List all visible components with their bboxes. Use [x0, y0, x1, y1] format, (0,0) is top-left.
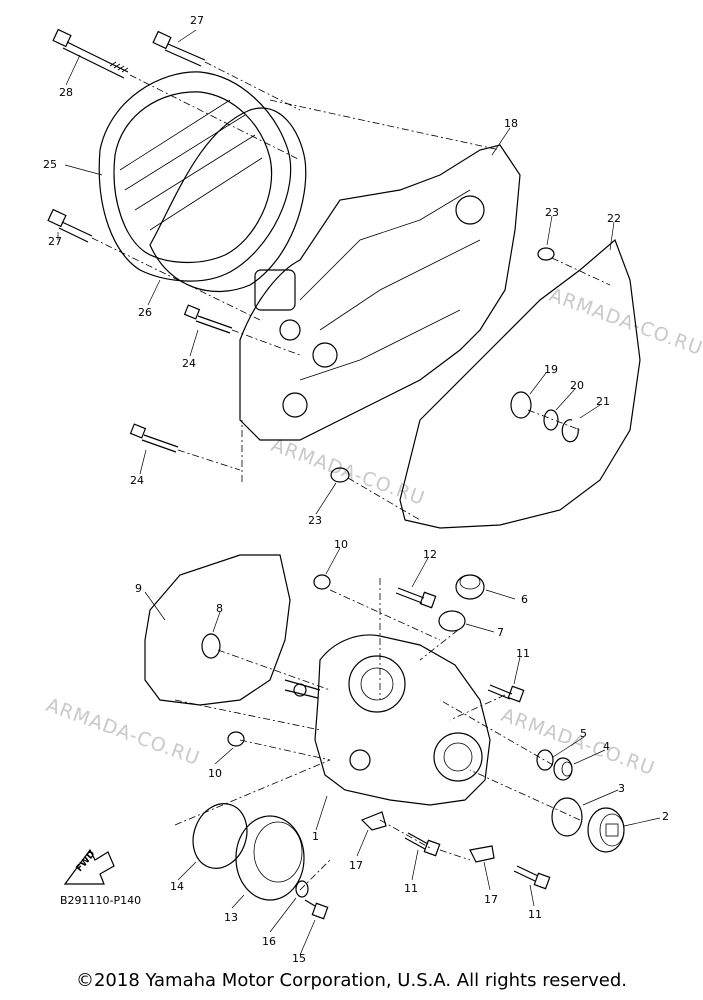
clamp-17-right-drawing — [469, 845, 495, 863]
bolt-28-drawing — [52, 28, 129, 79]
washer-20-drawing — [543, 409, 559, 431]
crankcase-cover-1-drawing — [284, 634, 491, 806]
callout-numbers: 27 28 25 27 26 18 23 22 24 24 23 19 20 2… — [43, 14, 669, 965]
callout-7: 7 — [497, 626, 504, 639]
plug-4-drawing — [553, 757, 573, 781]
o-ring-14-drawing — [192, 803, 248, 869]
callout-27-top: 27 — [190, 14, 204, 27]
gasket-26-drawing — [149, 107, 307, 293]
copyright-notice: ©2018 Yamaha Motor Corporation, U.S.A. A… — [75, 970, 628, 991]
bushing-23-upper-drawing — [537, 247, 555, 261]
callout-24-upper: 24 — [182, 357, 196, 370]
callout-11-lower-right: 11 — [528, 908, 542, 921]
bolt-12-drawing — [395, 587, 437, 609]
bolt-27-lower-drawing — [47, 208, 93, 243]
watermark-4: ARMADA-CO.RU — [498, 704, 658, 780]
callout-6: 6 — [521, 593, 528, 606]
gasket-9-drawing — [144, 554, 291, 706]
bolt-15-drawing — [304, 899, 329, 920]
callout-14: 14 — [170, 880, 184, 893]
callout-16: 16 — [262, 935, 276, 948]
callout-11-lower-left: 11 — [404, 882, 418, 895]
callout-27-lower: 27 — [48, 235, 62, 248]
oil-seal-19-drawing — [510, 391, 532, 419]
circlip-21-drawing — [561, 419, 579, 443]
callout-12: 12 — [423, 548, 437, 561]
watermark-3: ARMADA-CO.RU — [43, 694, 203, 770]
diagram-code: B291110-P140 — [60, 894, 141, 907]
o-ring-3-drawing — [551, 797, 583, 837]
watermark-1: ARMADA-CO.RU — [546, 284, 703, 360]
callout-leaders — [57, 29, 661, 956]
callout-10-upper: 10 — [334, 538, 348, 551]
callout-28: 28 — [59, 86, 73, 99]
clamp-17-left-drawing — [360, 811, 387, 831]
callout-23-lower: 23 — [308, 514, 322, 527]
bolt-11-lower-right-drawing — [513, 865, 551, 890]
callout-25: 25 — [43, 158, 57, 171]
dowel-10-lower-drawing — [227, 731, 245, 747]
bolt-24-lower-drawing — [129, 423, 179, 453]
washer-16-drawing — [295, 880, 309, 898]
plug-2-drawing — [587, 807, 625, 853]
bolt-11-lower-left-drawing — [404, 832, 441, 857]
callout-21: 21 — [596, 395, 610, 408]
callout-8: 8 — [216, 602, 223, 615]
fwd-label: FWD — [75, 849, 98, 873]
bushing-23-lower-drawing — [330, 467, 350, 483]
callout-4: 4 — [603, 740, 610, 753]
callout-19: 19 — [544, 363, 558, 376]
callout-15: 15 — [292, 952, 306, 965]
callout-5: 5 — [580, 727, 587, 740]
callout-1: 1 — [312, 830, 319, 843]
callout-10-lower: 10 — [208, 767, 222, 780]
bolt-24-upper-drawing — [183, 304, 233, 334]
bolt-11-right-drawing — [487, 684, 525, 703]
callout-17-left: 17 — [349, 859, 363, 872]
o-ring-5-drawing — [536, 749, 554, 771]
dowel-10-upper-drawing — [313, 574, 331, 590]
callout-9: 9 — [135, 582, 142, 595]
cover-13-drawing — [235, 815, 305, 901]
o-ring-7-drawing — [438, 610, 466, 632]
callout-3: 3 — [618, 782, 625, 795]
callout-20: 20 — [570, 379, 584, 392]
callout-11-right: 11 — [516, 647, 530, 660]
callout-13: 13 — [224, 911, 238, 924]
fwd-arrow-icon: FWD — [63, 848, 115, 885]
callout-24-lower: 24 — [130, 474, 144, 487]
callout-23-upper: 23 — [545, 206, 559, 219]
clutch-cover-25-drawing — [98, 71, 292, 282]
filler-cap-6-drawing — [455, 574, 485, 600]
gasket-22-drawing — [399, 238, 641, 529]
crankcase-cover-18-drawing — [239, 144, 521, 441]
callout-26: 26 — [138, 306, 152, 319]
callout-22: 22 — [607, 212, 621, 225]
oil-seal-8-drawing — [201, 633, 221, 659]
bolt-27-top-drawing — [152, 30, 206, 67]
callout-17-right: 17 — [484, 893, 498, 906]
callout-18: 18 — [504, 117, 518, 130]
callout-2: 2 — [662, 810, 669, 823]
